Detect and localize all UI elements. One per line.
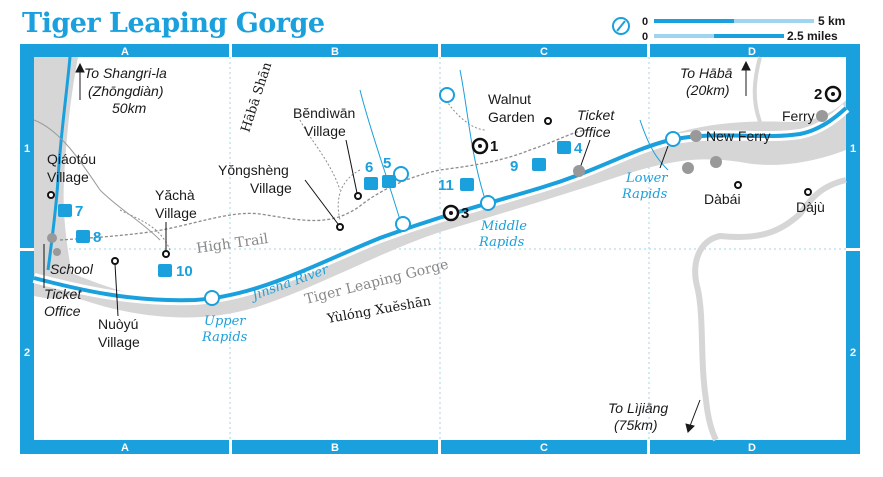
east-terrain — [692, 177, 847, 442]
place-yongsheng-line1: Yŏngshèng — [218, 162, 289, 178]
grid-col-d-bottom: D — [748, 442, 756, 454]
dir-haba-line2: (20km) — [686, 82, 730, 98]
scale-zero-mi: 0 — [642, 31, 648, 43]
scale-zero-km: 0 — [642, 16, 648, 28]
dir-shangrila-line1: To Shangri-la — [84, 65, 167, 81]
new-ferry-icon — [690, 130, 702, 142]
activity-icon — [393, 166, 409, 182]
sleep-marker-5: 5 — [383, 155, 391, 172]
star-icon — [710, 156, 722, 168]
place-qiaotou-line1: Qiáotóu — [47, 151, 96, 167]
place-yacha-line1: Yăchà — [155, 187, 195, 203]
sight-marker-2: 2 — [814, 86, 822, 103]
place-school: School — [50, 261, 94, 277]
sleep-marker-8: 8 — [93, 229, 101, 246]
place-bendiwan-line1: Bĕndìwān — [293, 105, 355, 121]
transport-icon — [682, 162, 694, 174]
place-nuoyu-line2: Village — [98, 334, 140, 350]
place-ticket-east-line2: Office — [574, 124, 611, 140]
ferry-icon — [816, 110, 828, 122]
place-ticket-west-line2: Office — [44, 303, 81, 319]
grid-col-b-top: B — [331, 46, 339, 58]
scale-bar: 0 5 km 0 2.5 miles — [612, 14, 845, 43]
place-bendiwan-line2: Village — [304, 123, 346, 139]
grid-col-a-bottom: A — [121, 442, 129, 454]
grid-row-1-left: 1 — [24, 143, 30, 155]
scale-miles-label: 2.5 miles — [787, 29, 838, 43]
compass-icon — [612, 17, 630, 35]
activity-icon — [439, 87, 455, 103]
dir-lijiang-line2: (75km) — [614, 417, 658, 433]
grid-col-d-top: D — [748, 46, 756, 58]
ticket-west-dot — [47, 233, 57, 243]
place-qiaotou-line2: Village — [47, 169, 89, 185]
place-yacha-line2: Village — [155, 205, 197, 221]
feature-middle-line1: Middle — [480, 219, 527, 234]
middle-rapids-icon — [480, 195, 496, 211]
feature-upper-line1: Upper — [204, 314, 246, 329]
place-walnut-line1: Walnut — [488, 91, 531, 107]
place-ticket-east-line1: Ticket — [577, 107, 615, 123]
bed-icon — [158, 264, 172, 277]
yongsheng-dot — [336, 223, 344, 231]
dir-haba-line1: To Hābā — [680, 65, 733, 81]
bed-icon — [76, 230, 90, 243]
bed-icon — [460, 178, 474, 191]
feature-middle-line2: Rapids — [478, 235, 525, 250]
ticket-east-dot — [573, 165, 585, 177]
place-ticket-west-line1: Ticket — [44, 286, 82, 302]
upper-rapids-icon — [204, 290, 220, 306]
left-valley-terrain — [34, 57, 78, 299]
grid-col-c-bottom: C — [540, 442, 548, 454]
walnut-dot — [544, 117, 552, 125]
grid-col-b-bottom: B — [331, 442, 339, 454]
dir-shangrila-line2: (Zhōngdiàn) — [88, 83, 164, 99]
feature-upper-line2: Rapids — [201, 330, 248, 345]
place-daju: Dàjù — [796, 199, 825, 215]
bed-icon — [557, 141, 571, 154]
bendiwan-dot — [354, 192, 362, 200]
yacha-dot — [162, 250, 170, 258]
grid-col-c-top: C — [540, 46, 548, 58]
sleep-marker-6: 6 — [365, 159, 373, 176]
school-dot — [53, 248, 61, 256]
place-walnut-line2: Garden — [488, 109, 535, 125]
dabai-dot — [734, 181, 742, 189]
sight-marker-1: 1 — [490, 138, 498, 155]
grid-row-1-right: 1 — [850, 143, 856, 155]
place-nuoyu-line1: Nuòyú — [98, 316, 138, 332]
bed-icon — [364, 177, 378, 190]
place-yongsheng-line2: Village — [250, 180, 292, 196]
scale-km-label: 5 km — [818, 14, 845, 28]
place-dabai: Dàbái — [704, 191, 741, 207]
feature-lower-line1: Lower — [625, 171, 668, 186]
daju-dot — [804, 188, 812, 196]
bed-icon — [532, 158, 546, 171]
sleep-marker-10: 10 — [176, 263, 193, 280]
dir-lijiang-line1: To Lìjiāng — [608, 400, 668, 416]
dir-shangrila-line3: 50km — [112, 100, 147, 116]
feature-lower-line2: Rapids — [621, 187, 668, 202]
activity-icon — [395, 216, 411, 232]
nuoyu-dot — [111, 257, 119, 265]
grid-row-2-right: 2 — [850, 347, 856, 359]
high-trail — [59, 129, 591, 241]
grid-row-2-left: 2 — [24, 347, 30, 359]
place-new-ferry: New Ferry — [706, 128, 771, 144]
north-arrow-icon — [616, 20, 626, 32]
lower-rapids-icon — [665, 131, 681, 147]
sleep-marker-4: 4 — [574, 140, 583, 157]
sleep-marker-11: 11 — [438, 177, 454, 194]
bed-icon — [58, 204, 72, 217]
bed-icon — [382, 175, 396, 188]
map-title: Tiger Leaping Gorge — [22, 8, 325, 39]
sleep-marker-9: 9 — [510, 158, 518, 175]
qiaotou-dot — [47, 191, 55, 199]
sleep-marker-7: 7 — [75, 203, 83, 220]
grid-col-a-top: A — [121, 46, 129, 58]
sight-marker-3: 3 — [461, 205, 469, 222]
gorge-terrain — [34, 100, 846, 318]
place-ferry: Ferry — [782, 108, 815, 124]
